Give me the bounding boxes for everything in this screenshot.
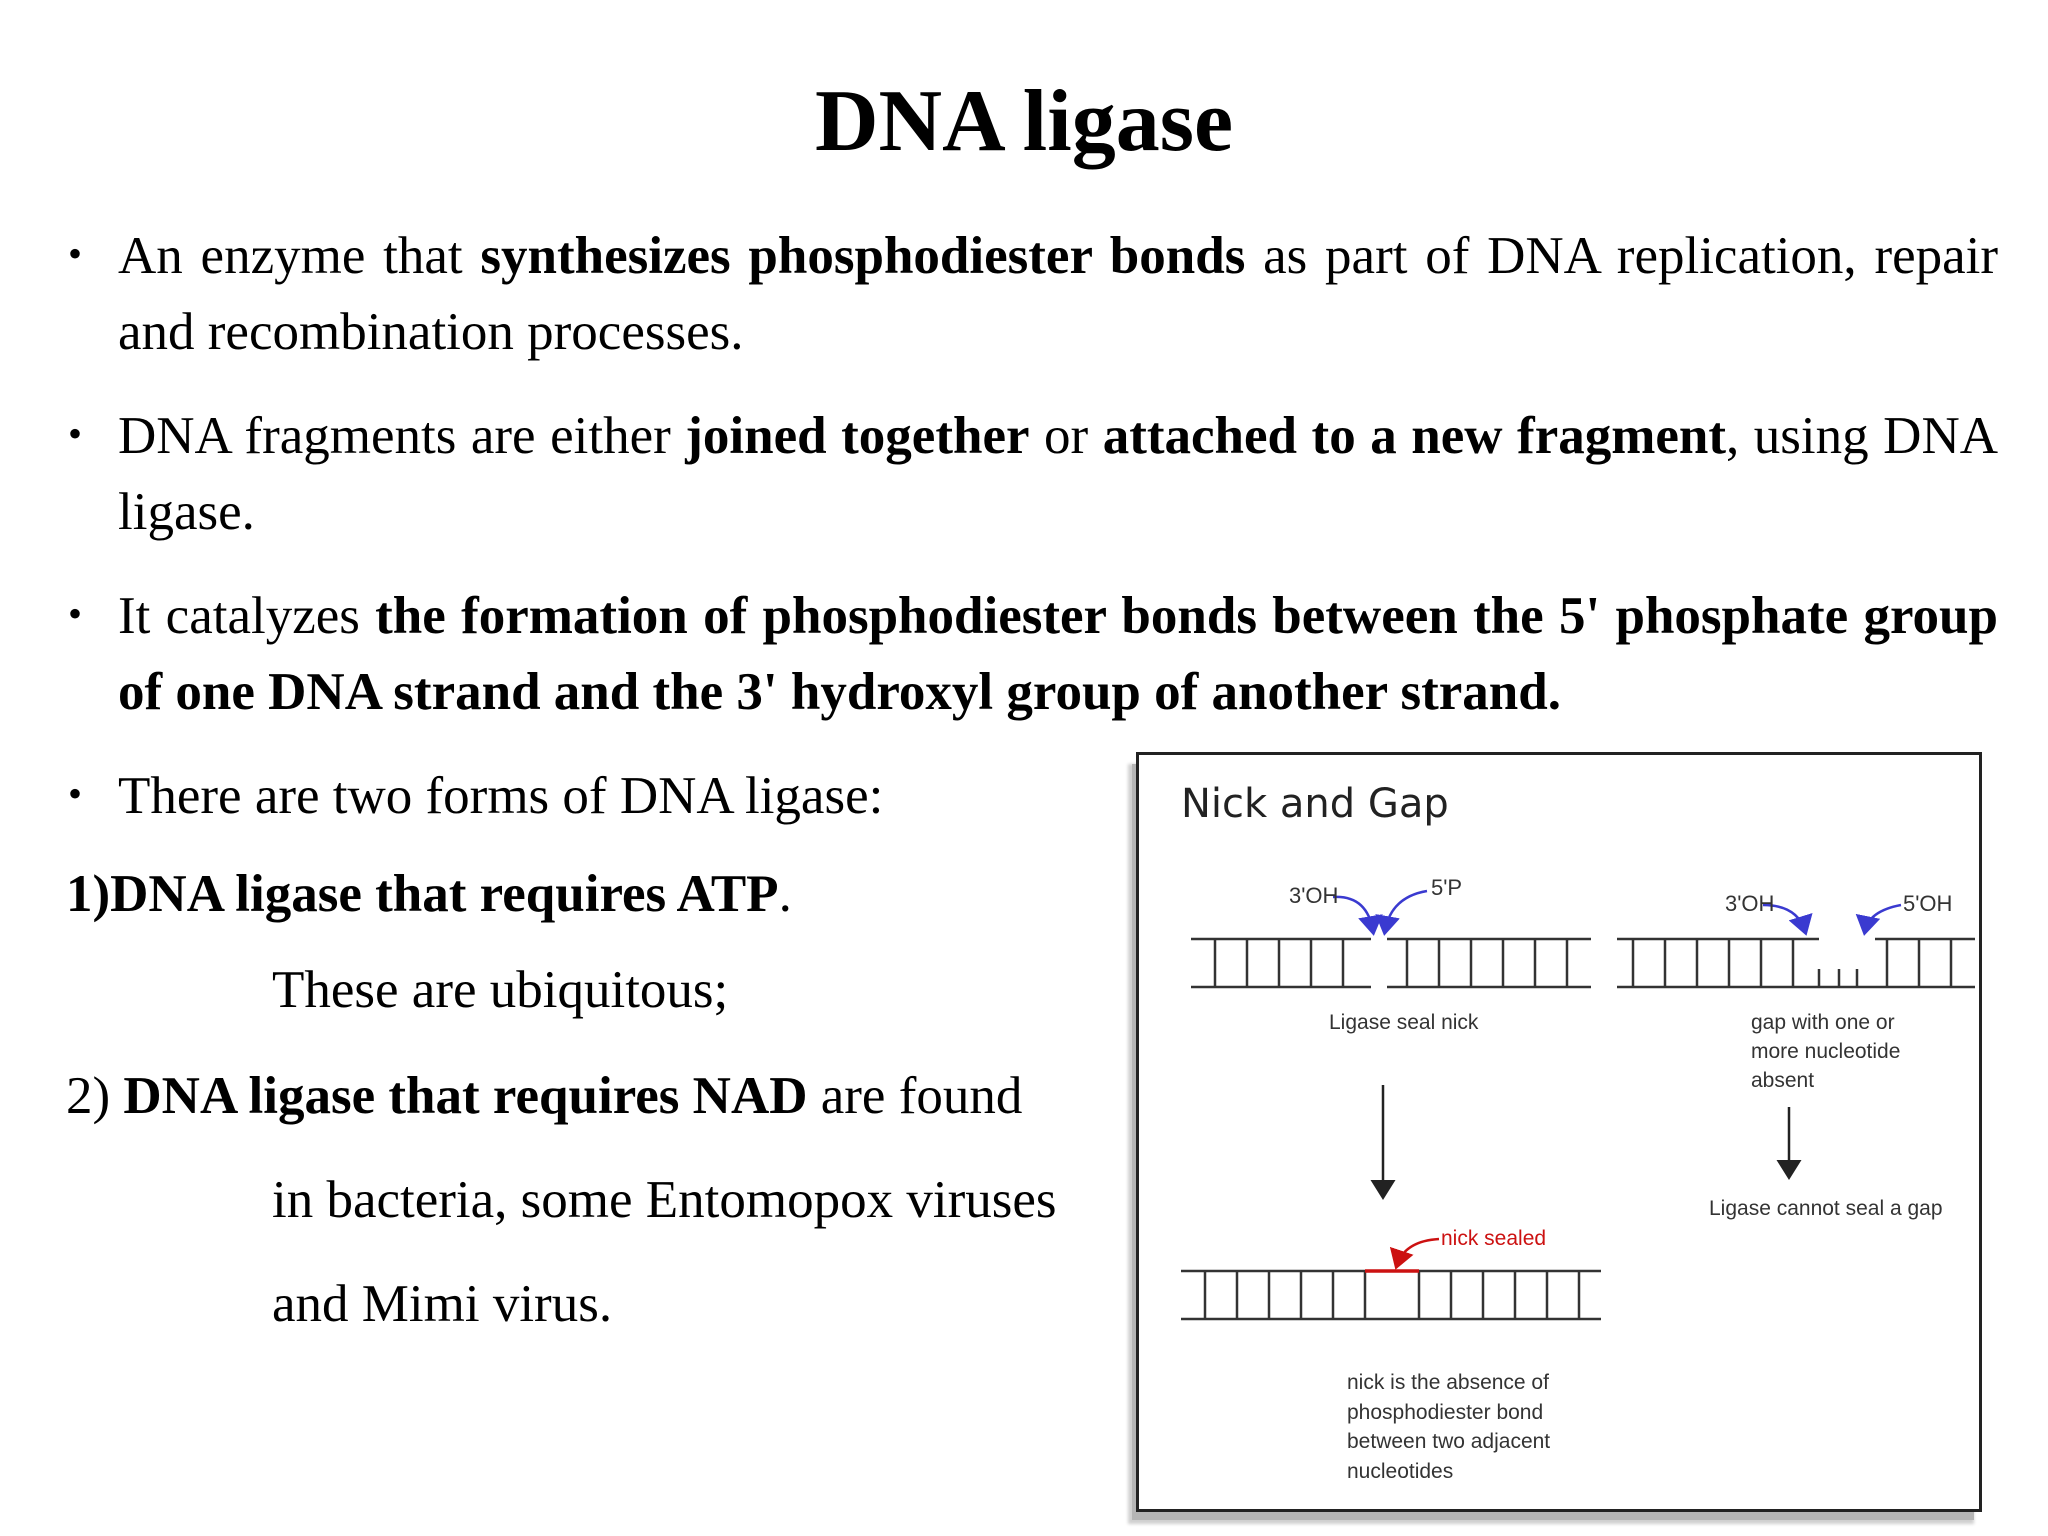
bullet-4: There are two forms of DNA ligase: xyxy=(118,758,1118,834)
bullet-3: It catalyzes the formation of phosphodie… xyxy=(118,578,1998,730)
nick-sealed-label: nick sealed xyxy=(1441,1227,1546,1250)
body-text: There are two forms of DNA ligase: xyxy=(118,767,884,825)
slide-title: DNA ligase xyxy=(815,73,1233,170)
gap-dna-strand xyxy=(1617,937,1975,989)
form-2-title: DNA ligase that requires NAD xyxy=(123,1067,808,1125)
bullet-marker: • xyxy=(68,771,83,816)
form-2-rest: are found xyxy=(807,1067,1023,1125)
body-text: as part of DNA replication, repair and r… xyxy=(118,227,1999,361)
gap-definition-3: absent xyxy=(1751,1069,1814,1092)
nick-definition-1: nick is the absence of xyxy=(1347,1371,1549,1394)
nick-definition-4: nucleotides xyxy=(1347,1460,1453,1483)
form-1: 1)DNA ligase that requires ATP. xyxy=(66,856,792,932)
form-1-note: These are ubiquitous; xyxy=(272,961,729,1019)
form-1-period: . xyxy=(778,865,792,923)
bold-text: synthesizes phosphodiester bonds xyxy=(480,227,1246,285)
body-text: An enzyme that xyxy=(118,227,481,285)
nick-and-gap-figure: 3'OH 5'P Ligase seal nick nick sealed ni… xyxy=(1136,752,1982,1512)
nick-sealed-arrow xyxy=(1389,1237,1440,1270)
gap-3oh-label: 3'OH xyxy=(1725,891,1774,916)
gap-definition-2: more nucleotide xyxy=(1751,1040,1900,1063)
nick-3oh-label: 3'OH xyxy=(1289,883,1338,908)
form-2-line-2: in bacteria, some Entomopox viruses xyxy=(272,1171,1057,1229)
body-text: or xyxy=(1029,407,1103,465)
nick-dna-strand xyxy=(1191,937,1591,989)
bullet-marker: • xyxy=(68,591,83,636)
ligase-seal-nick-label: Ligase seal nick xyxy=(1329,1011,1479,1034)
gap-definition-1: gap with one or xyxy=(1751,1011,1895,1034)
nick-3oh-arrow xyxy=(1332,895,1383,936)
form-2-line-3: and Mimi virus. xyxy=(272,1275,613,1333)
body-text: It catalyzes xyxy=(118,587,376,645)
nick-definition-2: phosphodiester bond xyxy=(1347,1401,1543,1424)
ligase-cannot-seal-label: Ligase cannot seal a gap xyxy=(1709,1197,1943,1220)
bold-text: the formation of phosphodiester bonds be… xyxy=(118,587,1998,721)
bullet-1: An enzyme that synthesizes phosphodieste… xyxy=(118,218,1998,370)
figure-title: Nick and Gap xyxy=(1181,781,1449,827)
nick-5p-arrow xyxy=(1375,889,1428,936)
nick-5p-label: 5'P xyxy=(1431,875,1462,900)
nick-gap-diagram: 3'OH 5'P Ligase seal nick nick sealed ni… xyxy=(1181,875,1975,1483)
bullet-marker: • xyxy=(68,231,83,276)
nick-definition-3: between two adjacent xyxy=(1347,1430,1550,1453)
bold-text: joined together xyxy=(685,407,1030,465)
bold-text: attached to a new fragment xyxy=(1102,407,1727,465)
form-1-number: 1) xyxy=(66,865,111,923)
sealed-dna-strand xyxy=(1181,1269,1601,1321)
bullet-marker: • xyxy=(68,411,83,456)
body-text: DNA fragments are either xyxy=(118,407,686,465)
gap-5oh-label: 5'OH xyxy=(1903,891,1952,916)
bullet-2: DNA fragments are either joined together… xyxy=(118,398,1998,550)
form-2-number: 2) xyxy=(66,1067,124,1125)
form-1-title: DNA ligase that requires ATP xyxy=(110,865,779,923)
body-text: , using DNA ligase. xyxy=(118,407,1998,541)
gap-3oh-arrow xyxy=(1762,903,1813,936)
form-2: 2) DNA ligase that requires NAD are foun… xyxy=(66,1058,1022,1134)
gap-5oh-arrow xyxy=(1855,903,1902,936)
